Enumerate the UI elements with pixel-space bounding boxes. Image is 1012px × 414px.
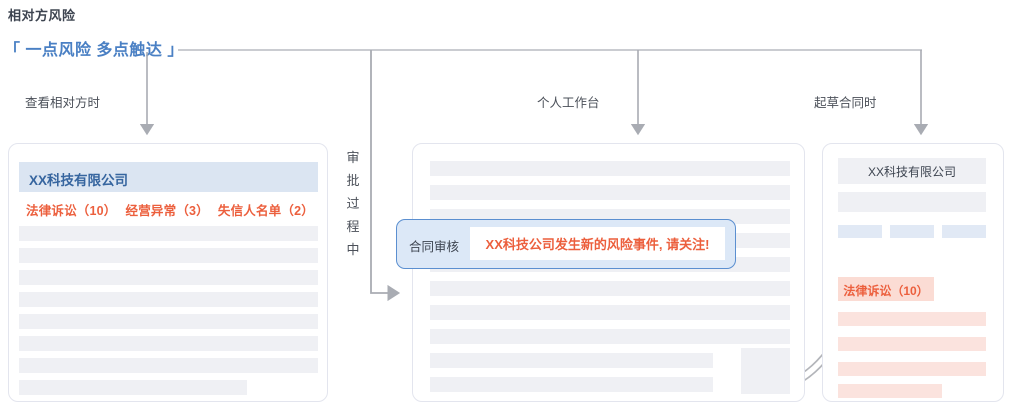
- chip[interactable]: [942, 225, 986, 238]
- company-name-left: XX科技有限公司: [29, 173, 129, 188]
- risk-placeholder-row: [838, 384, 942, 398]
- tooltip-label: 合同审核: [409, 240, 460, 254]
- placeholder-row: [430, 353, 713, 368]
- contract-draft-card[interactable]: [822, 143, 1004, 402]
- arrow-right-approval: [370, 50, 401, 302]
- approval-process-label: 审 批 过 程 中: [346, 150, 360, 257]
- placeholder-row: [430, 161, 790, 176]
- placeholder-row: [19, 292, 318, 307]
- risk-badge-label: 法律诉讼（10）: [843, 284, 929, 298]
- placeholder-row: [838, 192, 986, 212]
- risk-tag-list: 法律诉讼（10） 经营异常（3） 失信人名单（2）: [26, 200, 314, 219]
- placeholder-block: [741, 348, 790, 394]
- placeholder-row: [430, 185, 790, 200]
- risk-placeholder-row: [838, 362, 986, 376]
- placeholder-row: [430, 377, 713, 392]
- company-name-banner: XX科技有限公司: [19, 162, 318, 192]
- risk-placeholder-row: [838, 337, 986, 351]
- placeholder-row: [19, 380, 247, 395]
- company-name-banner-right: XX科技有限公司: [838, 158, 986, 184]
- chip[interactable]: [890, 225, 934, 238]
- risk-placeholder-row: [838, 312, 986, 326]
- page-title: 「 一点风险 多点触达 」: [4, 42, 184, 59]
- branch-label-left: 查看相对方时: [25, 96, 101, 110]
- placeholder-row: [430, 329, 790, 344]
- placeholder-row: [19, 226, 318, 241]
- placeholder-row: [430, 281, 790, 296]
- risk-badge-litigation[interactable]: 法律诉讼（10）: [838, 277, 934, 301]
- placeholder-row: [19, 358, 318, 373]
- chip[interactable]: [838, 225, 882, 238]
- placeholder-row: [19, 336, 318, 351]
- placeholder-row: [19, 314, 318, 329]
- placeholder-row: [430, 305, 790, 320]
- branch-label-right: 起草合同时: [814, 96, 877, 110]
- risk-tag-abnormal[interactable]: 经营异常（3）: [125, 204, 209, 218]
- risk-tag-dishonest[interactable]: 失信人名单（2）: [217, 204, 314, 218]
- placeholder-row: [19, 270, 318, 285]
- company-name-right: XX科技有限公司: [867, 165, 956, 179]
- risk-alert-tooltip[interactable]: 合同审核 XX科技公司发生新的风险事件, 请关注!: [396, 219, 736, 269]
- branch-label-mid: 个人工作台: [537, 96, 600, 110]
- page-subtitle: 相对方风险: [8, 8, 76, 23]
- risk-tag-litigation[interactable]: 法律诉讼（10）: [26, 204, 117, 218]
- tooltip-message: XX科技公司发生新的风险事件, 请关注!: [470, 227, 725, 260]
- placeholder-row: [19, 248, 318, 263]
